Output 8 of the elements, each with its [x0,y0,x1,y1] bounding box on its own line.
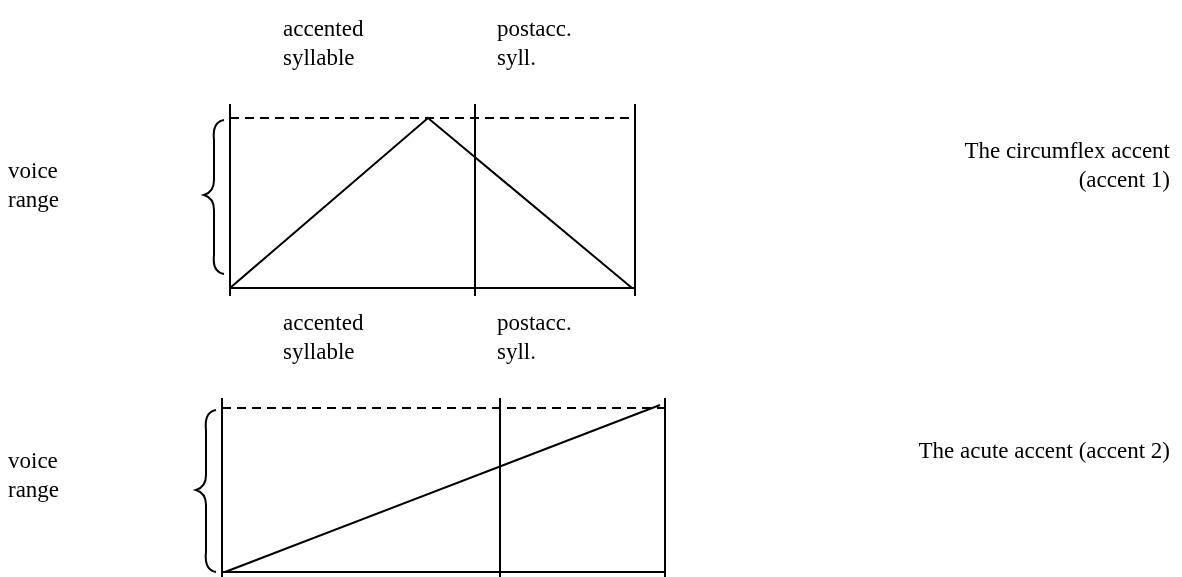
syllable-label: accented syllable [283,309,365,366]
syllable-label: postacc. syll. [497,309,573,366]
axis-label: voice range [8,157,61,214]
accent-caption: The circumflex accent (accent 1) [963,137,1170,194]
axis-label: voice range [8,447,61,504]
syllable-label: accented syllable [283,15,365,72]
syllable-label: postacc. syll. [497,15,573,72]
accent-caption: The acute accent (accent 2) [917,437,1170,465]
